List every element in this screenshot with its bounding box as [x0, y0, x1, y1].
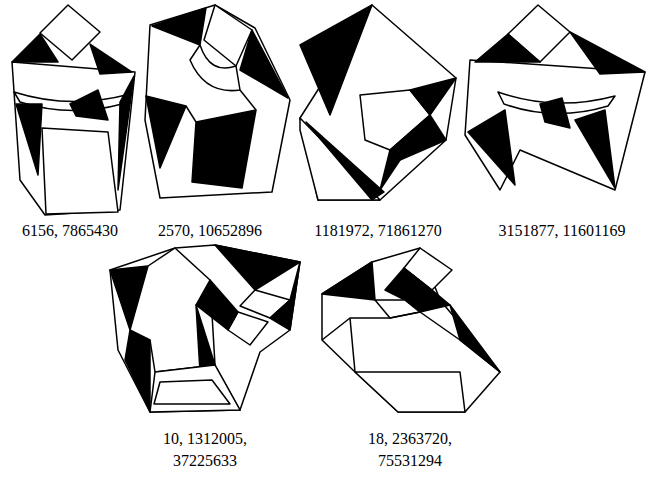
caption-number: 10, 1312005, 37225633 [145, 428, 265, 472]
caption-number: 2570, 10652896 [158, 220, 262, 242]
figure-6 [322, 248, 500, 412]
figure-3 [300, 5, 456, 200]
caption-number: 1181972, 71861270 [314, 220, 441, 242]
figure-5 [110, 245, 300, 412]
figure-4 [465, 5, 645, 190]
figure-2 [145, 5, 290, 198]
caption-number: 3151877, 11601169 [499, 220, 626, 242]
caption-number: 6156, 7865430 [22, 220, 118, 242]
caption-number: 18, 2363720, 75531294 [350, 428, 470, 472]
figure-1 [12, 5, 135, 215]
